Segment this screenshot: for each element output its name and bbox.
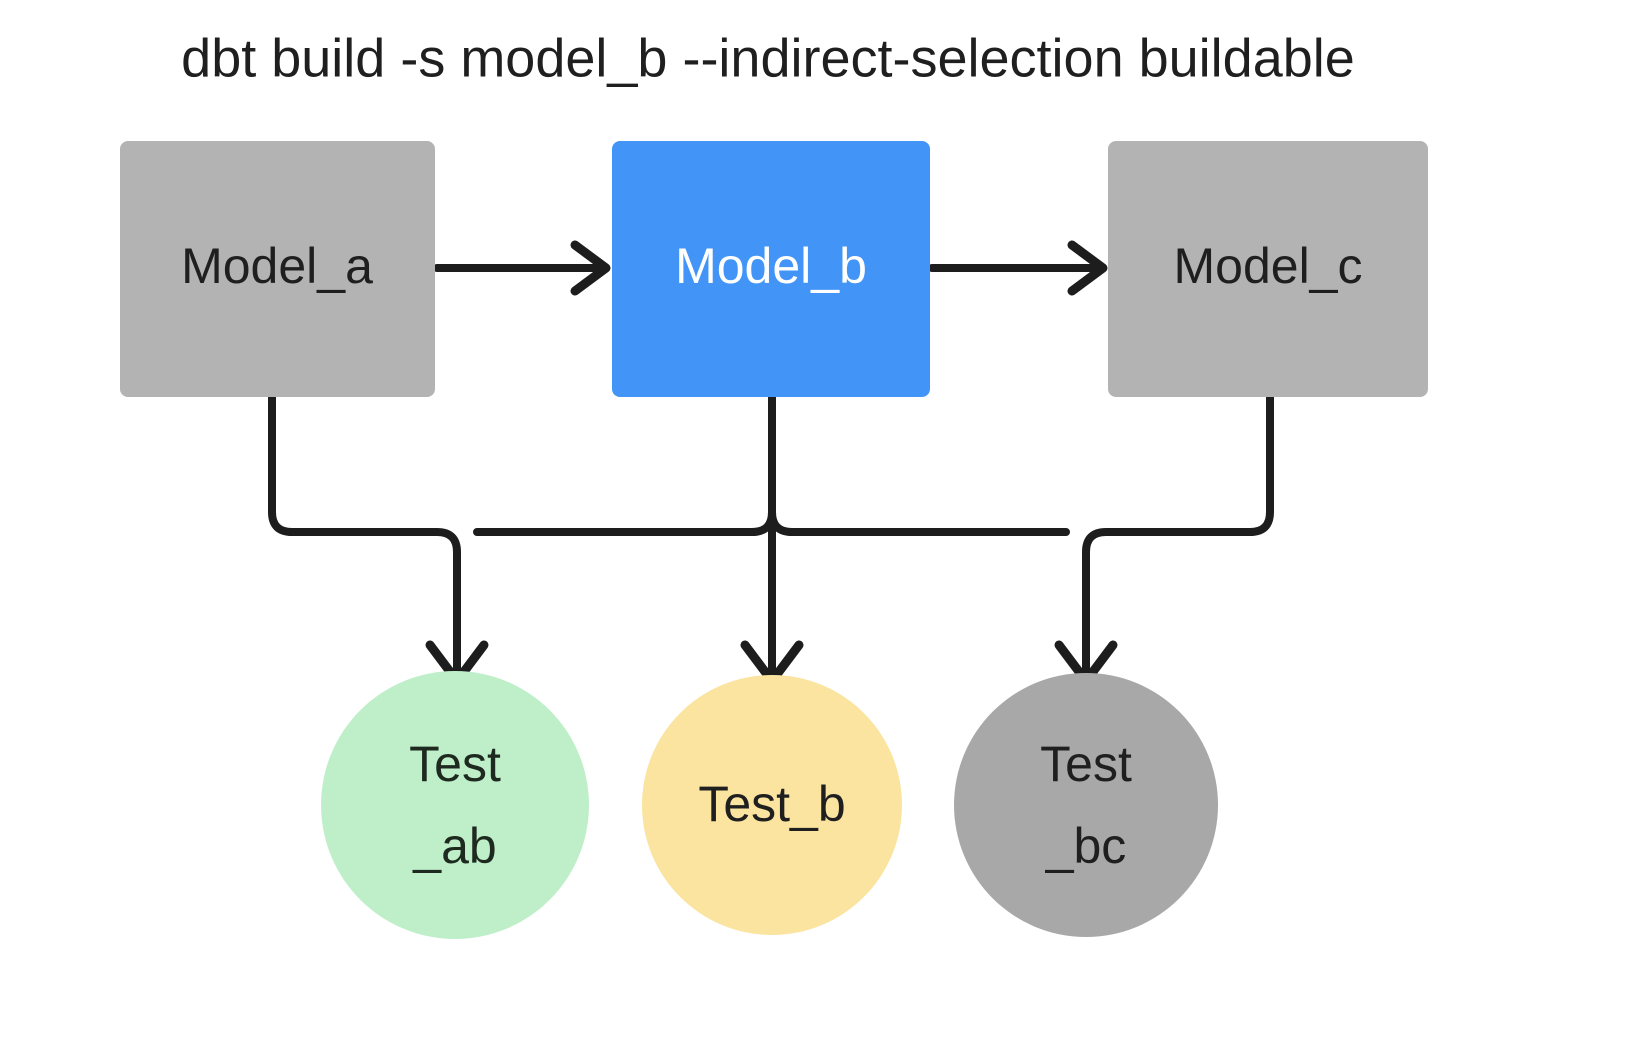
- edge-model-a-to-test-ab: [268, 393, 489, 686]
- model-b-box[interactable]: [612, 141, 930, 397]
- test-ab-circle[interactable]: [321, 671, 589, 939]
- model-a-label: Model_a: [181, 238, 373, 294]
- edge-a-testab-path: [268, 393, 461, 682]
- edge-b-testab-path: [473, 393, 776, 536]
- edge-model-b-to-model-c: [928, 240, 1108, 296]
- test-node-test-bc[interactable]: Test _bc: [954, 673, 1218, 937]
- model-a-box[interactable]: [120, 141, 435, 397]
- test-bc-label-line2: _bc: [1045, 818, 1127, 874]
- model-c-box[interactable]: [1108, 141, 1428, 397]
- edge-b-testbc-path: [768, 393, 1070, 536]
- edge-model-a-to-model-b: [433, 240, 611, 296]
- test-node-test-ab[interactable]: Test _ab: [321, 671, 589, 939]
- model-node-group: Model_a Model_b Model_c: [120, 141, 1428, 397]
- test-bc-label-line1: Test: [1040, 736, 1132, 792]
- model-b-label: Model_b: [675, 238, 867, 294]
- model-c-label: Model_c: [1174, 238, 1363, 294]
- edge-a-b-arrowhead: [570, 240, 611, 296]
- test-node-group: Test _ab Test_b Test _bc: [321, 671, 1218, 939]
- edge-c-testbc-path: [1082, 393, 1274, 682]
- test-node-test-b[interactable]: Test_b: [642, 675, 902, 935]
- model-node-model-a[interactable]: Model_a: [120, 141, 435, 397]
- model-node-model-c[interactable]: Model_c: [1108, 141, 1428, 397]
- edge-b-c-arrowhead: [1067, 240, 1108, 296]
- edge-model-b-to-test-bc: [768, 393, 1070, 536]
- model-node-model-b[interactable]: Model_b: [612, 141, 930, 397]
- test-b-circle[interactable]: [642, 675, 902, 935]
- test-ab-label-line1: Test: [409, 736, 501, 792]
- test-ab-label-line2: _ab: [412, 818, 496, 874]
- edge-model-b-to-test-ab: [473, 393, 776, 536]
- test-bc-circle[interactable]: [954, 673, 1218, 937]
- diagram-title: dbt build -s model_b --indirect-selectio…: [181, 28, 1355, 88]
- test-b-label-line1: Test_b: [698, 776, 845, 832]
- edge-model-c-to-test-bc: [1054, 393, 1274, 686]
